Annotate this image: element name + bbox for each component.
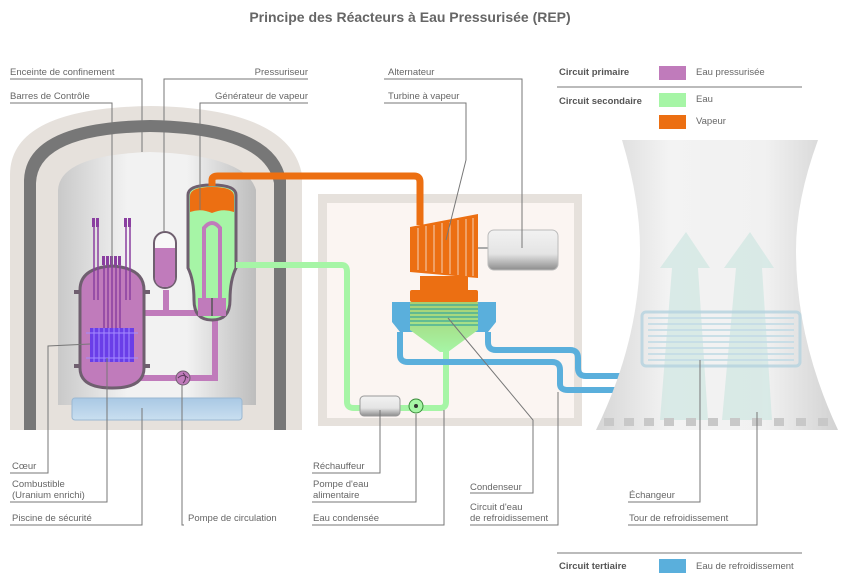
condenser — [392, 302, 496, 352]
label-pompe-eau-2: alimentaire — [313, 490, 360, 501]
legend-cooling-water: Eau de refroidissement — [696, 561, 794, 572]
label-enceinte: Enceinte de confinement — [10, 67, 115, 78]
legend-swatch-steam — [659, 115, 686, 129]
label-pressuriseur: Pressuriseur — [254, 67, 308, 78]
feedwater-pipe — [236, 262, 449, 411]
legend-water: Eau — [696, 94, 713, 105]
label-pompe-eau-1: Pompe d'eau — [313, 479, 369, 490]
air-flow-arrows — [660, 232, 774, 420]
label-barres: Barres de Contrôle — [10, 91, 90, 102]
label-alternateur: Alternateur — [388, 67, 435, 78]
primary-pump — [175, 370, 191, 386]
label-condenseur: Condenseur — [470, 482, 522, 493]
legend-swatch-pressurized-water — [659, 66, 686, 80]
legend-swatch-cooling-water — [659, 559, 686, 573]
label-generateur: Générateur de vapeur — [215, 91, 308, 102]
label-circuit-eau-1: Circuit d'eau — [470, 502, 523, 513]
label-turbine: Turbine à vapeur — [388, 91, 460, 102]
feedwater-pump — [408, 398, 424, 414]
heat-exchanger — [640, 310, 802, 368]
cooling-water-pipes — [397, 332, 690, 393]
cooling-tower — [596, 140, 838, 430]
pressurizer — [153, 231, 177, 289]
label-tour: Tour de refroidissement — [629, 513, 729, 524]
leader-lines — [10, 78, 802, 554]
legend-tertiary-title: Circuit tertiaire — [559, 561, 627, 572]
legend-steam: Vapeur — [696, 116, 726, 127]
label-echangeur: Échangeur — [629, 490, 675, 501]
label-combustible-1: Combustible — [12, 479, 65, 490]
label-rechauffeur: Réchauffeur — [313, 461, 365, 472]
legend-pressurized-water: Eau pressurisée — [696, 67, 765, 78]
steam-pipe — [208, 172, 424, 225]
primary-circuit — [135, 290, 218, 381]
legend-primary-title: Circuit primaire — [559, 67, 630, 78]
reactor-core — [86, 328, 138, 362]
steam-turbine — [410, 214, 478, 302]
label-circuit-eau-2: de refroidissement — [470, 513, 549, 524]
diagram-title: Principe des Réacteurs à Eau Pressurisée… — [249, 9, 571, 25]
steam-generator — [186, 183, 238, 322]
label-eau-condensee: Eau condensée — [313, 513, 380, 524]
safety-pool — [71, 397, 243, 421]
label-combustible-2: (Uranium enrichi) — [12, 490, 85, 501]
label-coeur: Cœur — [12, 461, 37, 472]
label-piscine: Piscine de sécurité — [12, 513, 92, 524]
label-pompe-circulation: Pompe de circulation — [188, 513, 277, 524]
reactor-vessel — [74, 218, 150, 390]
legend-swatch-water — [659, 93, 686, 107]
alternator — [478, 229, 559, 271]
legend-secondary-title: Circuit secondaire — [559, 96, 642, 107]
